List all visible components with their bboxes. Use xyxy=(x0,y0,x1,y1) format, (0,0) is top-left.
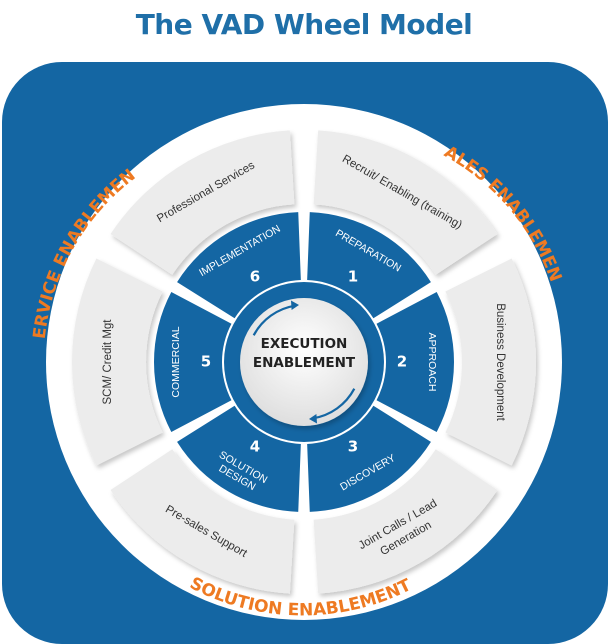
outer-segment: Professional Services xyxy=(110,130,295,275)
inner-segment-number: 2 xyxy=(397,353,407,371)
inner-segment-number: 5 xyxy=(201,353,211,371)
inner-segment-shape xyxy=(177,405,301,512)
outer-segment: Recruit/ Enabling (training) xyxy=(313,130,498,275)
diagram-title: The VAD Wheel Model xyxy=(135,8,473,41)
center-label-line1: EXECUTION xyxy=(261,336,348,352)
center-label-line2: ENABLEMENT xyxy=(253,355,356,371)
inner-segment-shape xyxy=(153,292,232,432)
inner-segment-number: 1 xyxy=(348,268,358,286)
cycle-arrow-icon xyxy=(312,388,356,420)
inner-segment: APPROACH 2 xyxy=(376,292,455,432)
outer-segment-shape xyxy=(72,258,163,466)
outer-segment-label-line: Business Development xyxy=(494,303,506,421)
outer-segment-shape xyxy=(445,258,536,466)
outer-segment: SCM/ Credit Mgt xyxy=(72,258,163,466)
cycle-arrow-icon xyxy=(252,304,296,336)
center-hub: EXECUTION ENABLEMENT xyxy=(224,282,384,442)
outer-segment-shape xyxy=(110,449,295,594)
inner-segment-label-line: COMMERCIAL xyxy=(170,326,182,397)
center-hub-core xyxy=(240,298,368,426)
outer-segment: Business Development xyxy=(445,258,536,466)
outer-segment-shape xyxy=(110,130,295,275)
inner-segment-number: 4 xyxy=(250,437,260,455)
arrowhead-icon xyxy=(291,300,299,310)
outer-segment-label-line: SCM/ Credit Mgt xyxy=(102,319,114,405)
inner-segment-shape xyxy=(376,292,455,432)
inner-segment-shape xyxy=(307,212,431,319)
outer-segment: Pre-sales Support xyxy=(110,449,295,594)
outer-segments: Recruit/ Enabling (training) Business Dev… xyxy=(72,130,536,594)
inner-segment-shape xyxy=(307,405,431,512)
inner-segment-number: 3 xyxy=(348,437,358,455)
outer-segment-shape xyxy=(313,130,498,275)
inner-segment: COMMERCIAL 5 xyxy=(153,292,232,432)
inner-segment-shape xyxy=(177,212,301,319)
inner-segment-number: 6 xyxy=(250,268,260,286)
inner-segment-label-line: APPROACH xyxy=(426,333,438,392)
arrowhead-icon xyxy=(309,414,317,424)
outer-segment-shape xyxy=(313,449,498,594)
